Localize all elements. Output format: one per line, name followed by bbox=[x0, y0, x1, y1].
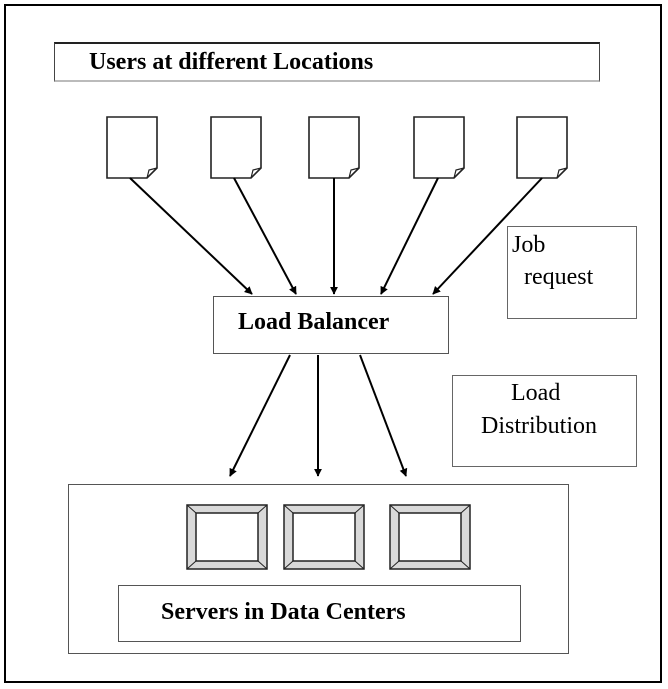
distribution-arrow-1 bbox=[229, 354, 291, 477]
user-icon-1 bbox=[106, 116, 158, 179]
user-icon-5 bbox=[516, 116, 568, 179]
request-arrow-2 bbox=[233, 177, 297, 295]
diagram-frame bbox=[4, 4, 662, 683]
user-icon-4 bbox=[413, 116, 465, 179]
servers-label: Servers in Data Centers bbox=[161, 599, 406, 625]
load-distribution-line-1: Load bbox=[511, 380, 561, 406]
request-arrow-5 bbox=[432, 177, 543, 295]
server-icon-1 bbox=[186, 504, 268, 570]
server-icon-3 bbox=[389, 504, 471, 570]
servers-label-box: Servers in Data Centers bbox=[118, 585, 521, 642]
user-icon-3 bbox=[308, 116, 360, 179]
load-distribution-line-2: Distribution bbox=[481, 412, 598, 439]
job-request-line-2: request bbox=[524, 263, 594, 290]
server-icon-2 bbox=[283, 504, 365, 570]
users-title: Users at different Locations bbox=[89, 49, 374, 75]
users-title-box: Users at different Locations bbox=[54, 42, 600, 82]
request-arrow-4 bbox=[380, 177, 439, 295]
job-request-line-1: Job bbox=[512, 232, 546, 258]
distribution-arrow-3 bbox=[359, 354, 408, 477]
user-icon-2 bbox=[210, 116, 262, 179]
job-request-box: Job request bbox=[507, 226, 637, 319]
load-balancer-box: Load Balancer bbox=[213, 296, 449, 354]
load-balancer-label: Load Balancer bbox=[238, 309, 390, 335]
request-arrow-1 bbox=[129, 177, 253, 295]
load-distribution-box: Load Distribution bbox=[452, 375, 637, 467]
data-center-box bbox=[68, 484, 569, 654]
